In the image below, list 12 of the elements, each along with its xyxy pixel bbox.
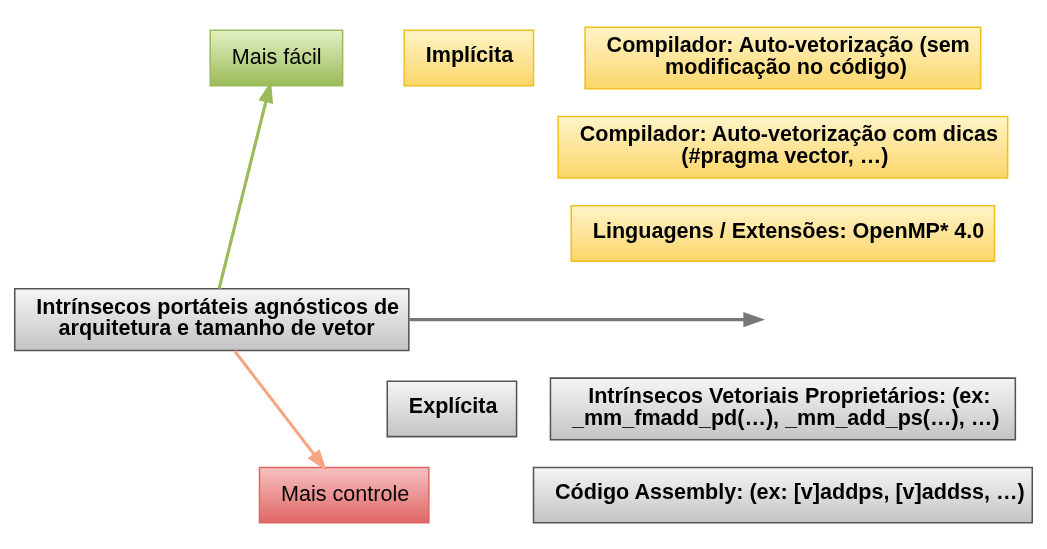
arrow xyxy=(409,311,765,327)
arrow xyxy=(233,349,327,471)
node-box: Explícita xyxy=(386,379,518,437)
node-box: Mais controle xyxy=(258,466,430,524)
node-box: Intrínsecos portáteis agnósticos de arquitetura e tamanho de vetor xyxy=(13,287,410,351)
node-box: Intrínsecos Vetoriais Proprietários: (ex: _mm_fmadd_pd(…), _mm_add_ps(…), …) xyxy=(549,376,1017,440)
node-box: Código Assembly: (ex: [v]addps, [v]addss, …) xyxy=(532,466,1034,524)
node-box: Implícita xyxy=(403,28,535,86)
node-box: Mais fácil xyxy=(209,28,344,86)
node-box: Compilador: Auto-vetorização (sem modificação no código) xyxy=(584,25,982,89)
node-box: Compilador: Auto-vetorização com dicas (#pragma vector, …) xyxy=(557,115,1009,179)
node-box: Linguagens / Extensões: OpenMP* 4.0 xyxy=(570,204,996,262)
